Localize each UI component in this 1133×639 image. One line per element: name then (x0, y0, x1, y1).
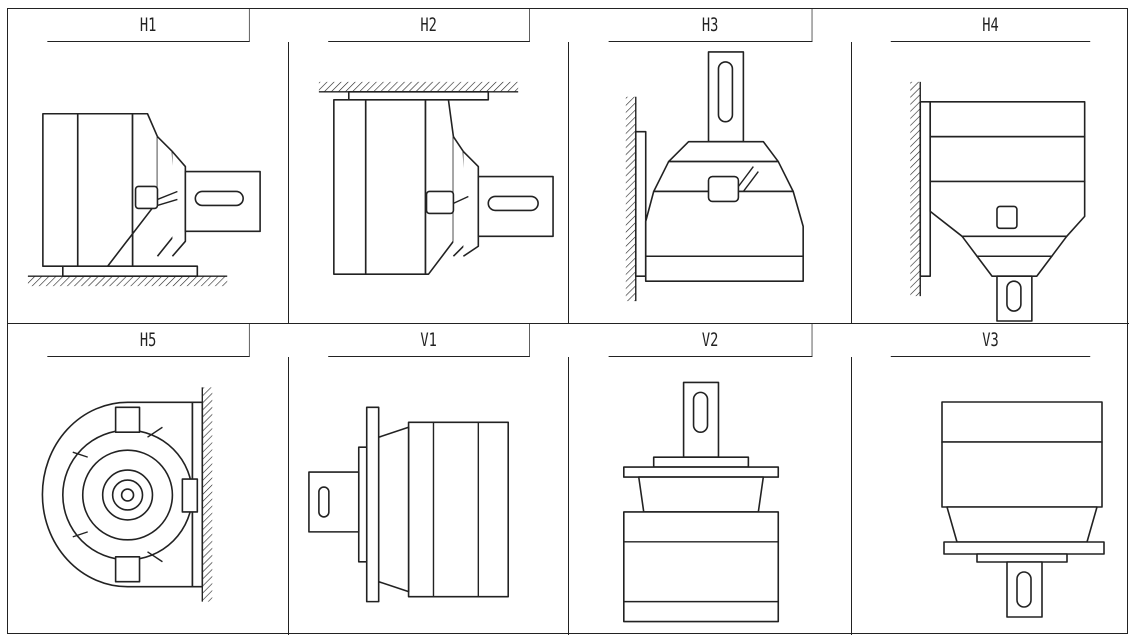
gearbox-h2-icon (318, 81, 568, 323)
cell-h2 (289, 42, 569, 324)
cell-h3 (569, 42, 852, 324)
cell-v1 (289, 357, 569, 635)
cell-h1 (8, 42, 289, 324)
cell-v3 (852, 357, 1129, 635)
header-h4: H4 (890, 9, 1091, 42)
gearbox-h5-icon (8, 357, 213, 602)
header-h5: H5 (47, 324, 250, 357)
gearbox-v1-icon (289, 357, 568, 635)
header-v3: V3 (890, 324, 1091, 357)
header-h3: H3 (608, 9, 813, 42)
header-v2: V2 (608, 324, 813, 357)
header-h2: H2 (328, 9, 530, 42)
gearbox-h1-icon (27, 42, 288, 287)
cell-h5 (8, 357, 289, 635)
gearbox-h3-icon (625, 42, 851, 323)
header-v1: V1 (328, 324, 530, 357)
gearbox-v3-icon (852, 357, 1129, 635)
mounting-positions-table: H1 H2 H3 H4 (7, 8, 1129, 635)
cell-h4 (852, 42, 1129, 324)
gearbox-h4-icon (910, 81, 1129, 323)
header-h1: H1 (47, 9, 250, 42)
cell-v2 (569, 357, 852, 635)
gearbox-v2-icon (569, 357, 851, 635)
